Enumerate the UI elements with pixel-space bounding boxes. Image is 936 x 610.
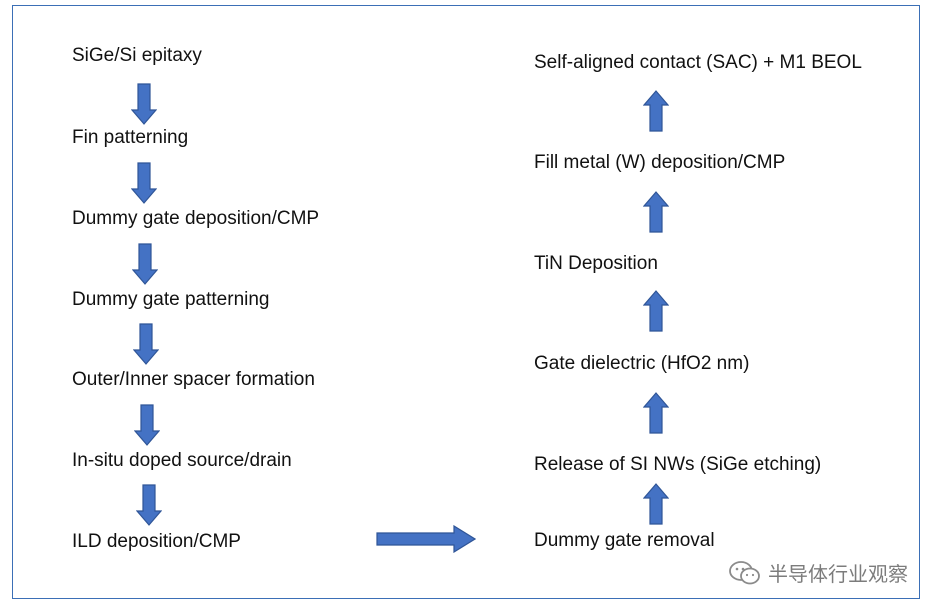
right-step-4: TiN Deposition	[534, 253, 658, 274]
left-step-7: ILD deposition/CMP	[72, 531, 241, 552]
right-step-1: Dummy gate removal	[534, 530, 715, 551]
down-arrow-icon	[131, 162, 157, 204]
down-arrow-icon	[133, 323, 159, 365]
watermark: 半导体行业观察	[728, 558, 908, 587]
up-arrow-icon	[643, 392, 669, 434]
right-arrow-icon	[376, 525, 476, 553]
wechat-icon	[729, 560, 760, 584]
diagram-frame	[12, 5, 920, 599]
down-arrow-icon	[131, 83, 157, 125]
down-arrow-icon	[136, 484, 162, 526]
left-step-1: SiGe/Si epitaxy	[72, 45, 202, 66]
down-arrow-icon	[132, 243, 158, 285]
left-step-4: Dummy gate patterning	[72, 289, 270, 310]
up-arrow-icon	[643, 290, 669, 332]
up-arrow-icon	[643, 483, 669, 525]
left-step-5: Outer/Inner spacer formation	[72, 369, 315, 390]
watermark-text: 半导体行业观察	[768, 562, 908, 586]
right-step-6: Self-aligned contact (SAC) + M1 BEOL	[534, 52, 862, 73]
left-step-6: In-situ doped source/drain	[72, 450, 292, 471]
up-arrow-icon	[643, 191, 669, 233]
right-step-3: Gate dielectric (HfO2 nm)	[534, 353, 750, 374]
up-arrow-icon	[643, 90, 669, 132]
right-step-2: Release of SI NWs (SiGe etching)	[534, 454, 822, 475]
left-step-3: Dummy gate deposition/CMP	[72, 208, 320, 229]
down-arrow-icon	[134, 404, 160, 446]
right-step-5: Fill metal (W) deposition/CMP	[534, 152, 786, 173]
left-step-2: Fin patterning	[72, 127, 189, 148]
